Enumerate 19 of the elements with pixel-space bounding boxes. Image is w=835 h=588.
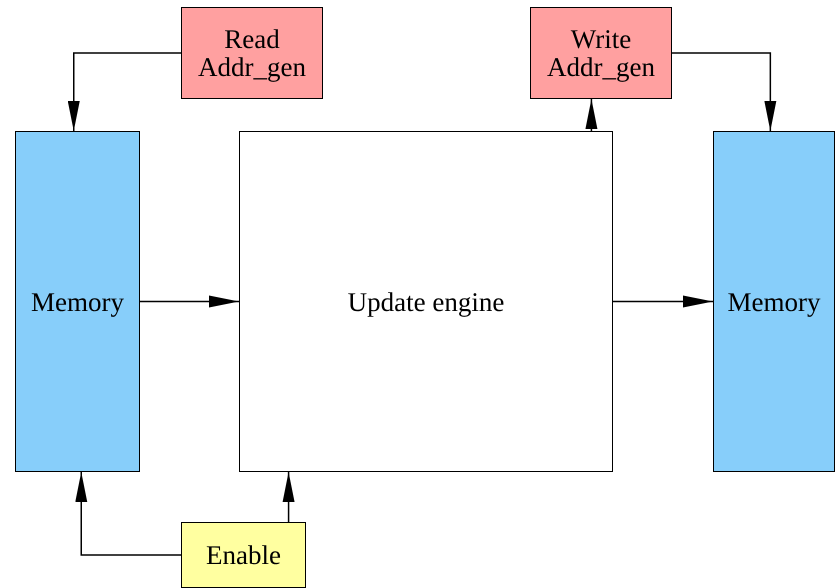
address-generator-box (181, 7, 323, 99)
node-label: Read Addr_gen (197, 25, 307, 81)
node-label: Update engine (348, 288, 504, 316)
arrow (585, 99, 598, 131)
arrow (282, 472, 295, 522)
node-label: Write Addr_gen (546, 25, 656, 81)
memory-block (713, 131, 835, 472)
enable-box (181, 522, 306, 588)
arrow (75, 472, 181, 556)
address-generator-box (530, 7, 672, 99)
arrow (613, 296, 713, 308)
memory-block (15, 131, 140, 472)
arrow (140, 296, 239, 308)
arrow (672, 52, 776, 131)
node-label: Memory (31, 288, 124, 316)
engine-box (239, 131, 613, 472)
arrow (68, 52, 181, 131)
node-label: Enable (206, 541, 281, 569)
node-label: Memory (728, 288, 820, 316)
